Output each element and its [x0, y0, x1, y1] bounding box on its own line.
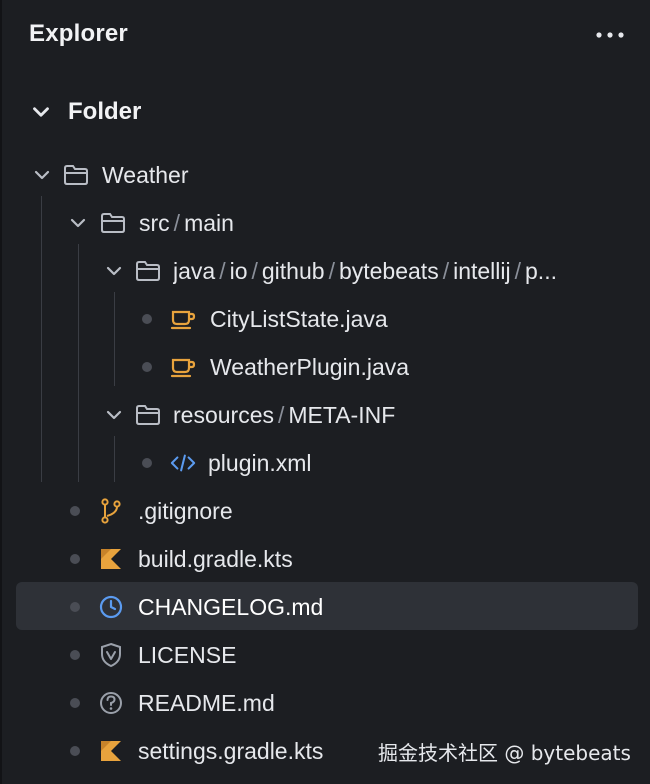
chevron-down-icon: [34, 170, 50, 180]
more-actions-button[interactable]: [590, 24, 630, 46]
tree-item-label: settings.gradle.kts: [138, 737, 324, 764]
path-segment: resources: [173, 401, 274, 428]
path-segment: intellij: [453, 257, 511, 284]
path-segment: github: [261, 257, 325, 284]
indent-guide: [41, 196, 42, 482]
bullet-dot: [70, 602, 80, 612]
java-cup-icon: [170, 354, 196, 380]
selected-row-highlight: [16, 582, 638, 630]
tree-item-buildgradle[interactable]: build.gradle.kts: [70, 537, 293, 581]
tree-item-label: LICENSE: [138, 641, 237, 668]
tree-item-weatherplugin[interactable]: WeatherPlugin.java: [142, 345, 409, 389]
path-separator: /: [442, 257, 450, 284]
tree-item-gitignore[interactable]: .gitignore: [70, 489, 233, 533]
path-separator: /: [277, 401, 285, 428]
tree-item-label: .gitignore: [138, 497, 233, 524]
tree-item-src-main[interactable]: src/main: [66, 201, 234, 245]
tree-item-label: build.gradle.kts: [138, 545, 293, 572]
folder-section-header[interactable]: Folder: [28, 94, 141, 130]
tree-item-pluginxml[interactable]: plugin.xml: [142, 441, 312, 485]
tree-item-label: CHANGELOG.md: [138, 593, 324, 620]
tree-item-label: plugin.xml: [208, 449, 312, 476]
path-segment: java: [173, 257, 216, 284]
tree-item-path: resources/META-INF: [173, 402, 395, 429]
clock-icon: [98, 594, 124, 620]
path-separator: /: [328, 257, 335, 284]
tree-item-path: java/io/github/bytebeats/intellij/p...: [173, 258, 557, 285]
path-segment: io: [229, 257, 248, 284]
tree-item-resources[interactable]: resources/META-INF: [102, 393, 395, 437]
tree-item-changelog[interactable]: CHANGELOG.md: [70, 585, 323, 629]
path-segment: src: [139, 209, 170, 236]
shield-icon: [98, 642, 124, 668]
question-circle-icon: [98, 690, 124, 716]
bullet-dot: [142, 314, 152, 324]
folder-section-label: Folder: [68, 98, 142, 125]
path-separator: /: [251, 257, 258, 284]
path-segment: main: [184, 209, 234, 236]
tree-item-label: README.md: [138, 689, 275, 716]
bullet-dot: [70, 746, 80, 756]
bullet-dot: [70, 650, 80, 660]
code-brackets-icon: [170, 450, 196, 476]
chevron-down-icon: [106, 266, 122, 276]
chevron-down-icon: [33, 107, 49, 117]
ellipsis-icon: [596, 32, 624, 38]
folder-open-icon: [135, 402, 161, 428]
watermark-text: 掘金技术社区 @ bytebeats: [378, 741, 631, 765]
indent-guide: [78, 244, 79, 482]
path-separator: /: [173, 209, 181, 236]
kotlin-icon: [98, 738, 124, 764]
folder-open-icon: [100, 210, 126, 236]
bullet-dot: [142, 362, 152, 372]
tree-item-label: Weather: [102, 161, 189, 188]
bullet-dot: [70, 554, 80, 564]
chevron-down-icon: [106, 410, 122, 420]
tree-item-weather[interactable]: Weather: [30, 153, 189, 197]
tree-item-java-package[interactable]: java/io/github/bytebeats/intellij/p...: [102, 249, 632, 293]
bullet-dot: [142, 458, 152, 468]
indent-guide: [114, 436, 115, 482]
indent-guide: [114, 292, 115, 386]
bullet-dot: [70, 506, 80, 516]
folder-open-icon: [135, 258, 161, 284]
kotlin-icon: [98, 546, 124, 572]
explorer-title: Explorer: [29, 20, 128, 47]
chevron-down-icon: [70, 218, 86, 228]
bullet-dot: [70, 698, 80, 708]
path-segment: bytebeats: [338, 257, 439, 284]
tree-item-label: WeatherPlugin.java: [210, 353, 410, 380]
tree-item-settingsgradle[interactable]: settings.gradle.kts: [70, 729, 323, 773]
java-cup-icon: [170, 306, 196, 332]
folder-open-icon: [63, 162, 89, 188]
tree-item-citylist[interactable]: CityListState.java: [142, 297, 388, 341]
panel-left-border: [0, 0, 2, 784]
path-segment: p...: [525, 257, 557, 284]
tree-item-path: src/main: [139, 210, 234, 237]
tree-item-readme[interactable]: README.md: [70, 681, 275, 725]
path-separator: /: [514, 257, 522, 284]
path-separator: /: [219, 257, 226, 284]
git-branch-icon: [98, 498, 124, 524]
tree-item-license[interactable]: LICENSE: [70, 633, 236, 677]
tree-item-label: CityListState.java: [210, 305, 388, 332]
path-segment: META-INF: [288, 401, 396, 428]
